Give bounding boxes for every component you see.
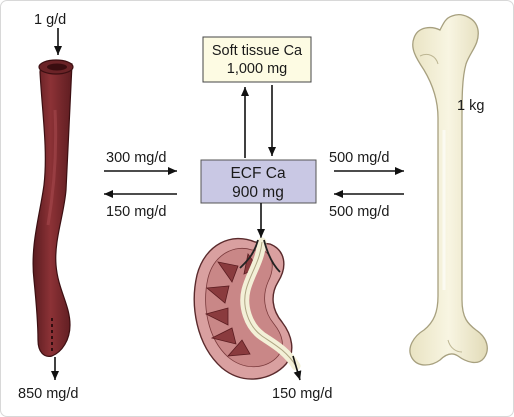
soft-tissue-amount: 1,000 mg	[227, 61, 287, 77]
gut-absorption-label: 300 mg/d	[106, 150, 166, 166]
soft-tissue-box: Soft tissue Ca 1,000 mg	[202, 36, 312, 83]
femur-illustration	[409, 14, 488, 366]
fecal-label: 850 mg/d	[18, 386, 78, 402]
urine-label: 150 mg/d	[272, 386, 332, 402]
intestine-illustration	[32, 59, 74, 357]
ecf-title: ECF Ca	[230, 165, 286, 182]
intake-label: 1 g/d	[34, 12, 66, 28]
bone-resorption-label: 500 mg/d	[329, 204, 389, 220]
bone-mass-label: 1 kg	[457, 98, 484, 114]
ecf-box: ECF Ca 900 mg	[200, 159, 317, 204]
bone-deposition-label: 500 mg/d	[329, 150, 389, 166]
ecf-amount: 900 mg	[232, 184, 284, 201]
urine-arrow	[292, 355, 302, 381]
gut-secretion-label: 150 mg/d	[106, 204, 166, 220]
kidney-illustration	[193, 237, 301, 380]
soft-tissue-title: Soft tissue Ca	[212, 43, 303, 59]
